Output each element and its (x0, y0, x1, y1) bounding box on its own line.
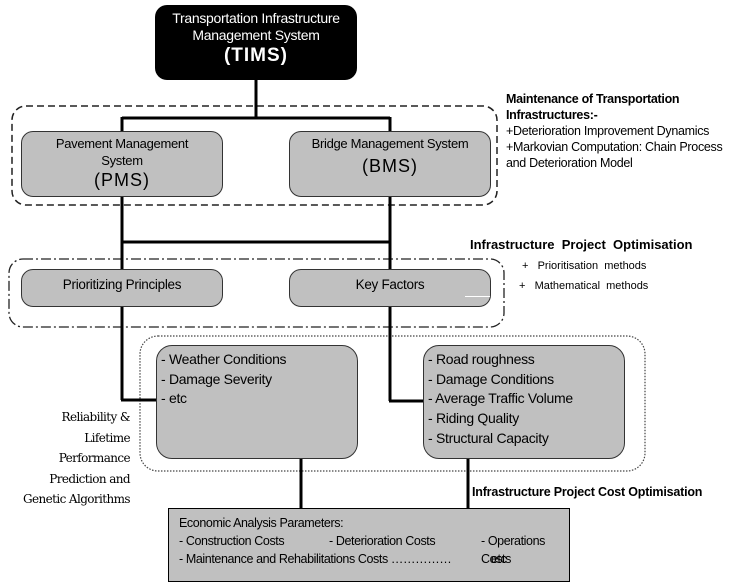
tims-abbr: (TIMS) (223, 45, 289, 66)
reliability-note: Reliability & Lifetime Performance Predi… (20, 407, 131, 510)
pms-abbr: (PMS) (94, 170, 150, 190)
optimisation-heading: Infrastructure Project Optimisation (470, 237, 693, 252)
principles-list-node: - Weather Conditions - Damage Severity -… (156, 345, 358, 459)
factors-list-item: - Damage Conditions (428, 370, 554, 387)
economic-heading: Economic Analysis Parameters: (179, 516, 344, 530)
pms-node: Pavement Management System (PMS) (21, 131, 223, 197)
prioritizing-principles-node: Prioritizing Principles (21, 269, 223, 307)
bms-node: Bridge Management System (BMS) (289, 131, 491, 197)
pms-title-line2: System (101, 153, 143, 168)
bms-title: Bridge Management System (311, 136, 469, 151)
factors-list-item: - Road roughness (428, 351, 535, 367)
reliability-line: Prediction and (49, 471, 130, 486)
cost-optimisation-label: Infrastructure Project Cost Optimisation (472, 485, 703, 499)
factors-list-item: - Structural Capacity (428, 430, 549, 446)
tims-title-line1: Transportation Infrastructure (172, 10, 340, 26)
bms-abbr: (BMS) (362, 156, 418, 176)
principles-list-item: - etc (161, 390, 187, 406)
economic-construction: - Construction Costs (179, 534, 285, 548)
maintenance-item: +Markovian Computation: Chain Process (506, 140, 723, 154)
principles-list-item: - Weather Conditions (161, 351, 287, 367)
optimisation-group-boundary (8, 258, 505, 328)
optimisation-item: + Mathematical methods (519, 280, 649, 292)
key-factors-highlight-line (465, 296, 490, 297)
tims-title-line2: Management System (192, 27, 320, 43)
reliability-line: Genetic Algorithms (23, 492, 131, 506)
reliability-line: Performance (58, 451, 131, 465)
factors-list-node: - Road roughness - Damage Conditions - A… (423, 345, 625, 459)
maintenance-item: and Deterioration Model (506, 156, 633, 170)
maintenance-item: +Deterioration Improvement Dynamics (506, 124, 710, 138)
economic-deterioration: - Deterioration Costs (329, 534, 436, 548)
pms-title-line1: Pavement Management (55, 136, 189, 151)
reliability-line: Lifetime (84, 430, 130, 445)
reliability-line: Reliability & (61, 410, 131, 424)
key-factors-node: Key Factors (289, 269, 491, 307)
key-factors-label: Key Factors (355, 277, 425, 292)
economic-maintenance: - Maintenance and Rehabilitations Costs … (179, 552, 452, 566)
economic-etc: etc (491, 552, 507, 566)
factors-group-boundary (139, 335, 646, 472)
maintenance-heading-line1: Maintenance of Transportation (506, 92, 680, 106)
maintenance-note: Maintenance of Transportation Infrastruc… (506, 91, 742, 171)
economic-operations: - Operations Costs (481, 534, 545, 566)
principles-list-item: - Damage Severity (161, 370, 272, 387)
maintenance-heading-line2: Infrastructures:- (506, 108, 598, 122)
optimisation-item: + Prioritisation methods (522, 260, 647, 272)
tims-node: Transportation Infrastructure Management… (155, 5, 357, 80)
factors-list-item: - Average Traffic Volume (428, 390, 573, 406)
factors-list-item: - Riding Quality (428, 409, 519, 426)
prioritizing-principles-label: Prioritizing Principles (62, 277, 182, 292)
economic-analysis-node: Economic Analysis Parameters: - Construc… (168, 508, 570, 582)
